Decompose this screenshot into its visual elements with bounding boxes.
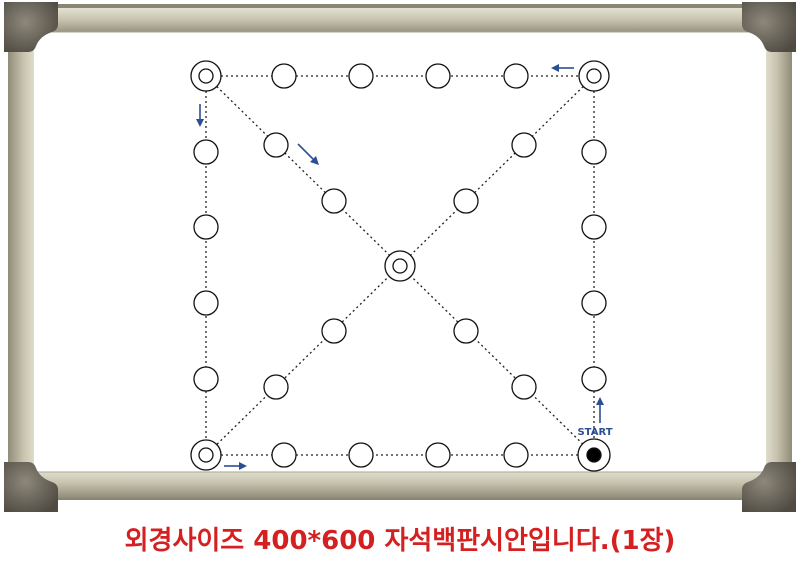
station[interactable] [503, 63, 529, 89]
station[interactable] [581, 139, 607, 165]
station[interactable] [321, 318, 347, 344]
corner-cap-bottom-right [742, 462, 796, 512]
start-marker [586, 447, 602, 463]
station[interactable] [581, 214, 607, 240]
station[interactable] [193, 139, 219, 165]
station[interactable] [263, 132, 289, 158]
station[interactable] [511, 132, 537, 158]
station[interactable] [581, 366, 607, 392]
station[interactable] [271, 442, 297, 468]
arrow-left-icon [551, 64, 574, 72]
station[interactable] [453, 188, 479, 214]
corner-cap-top-right [742, 2, 796, 52]
corner-station-top-left[interactable] [190, 60, 222, 92]
direction-arrows [196, 64, 604, 470]
station[interactable] [263, 374, 289, 400]
station[interactable] [453, 318, 479, 344]
corner-cap-bottom-left [4, 462, 58, 512]
station[interactable] [321, 188, 347, 214]
arrow-diagonal-icon [297, 143, 319, 165]
double-ring-stations [190, 60, 611, 472]
station[interactable] [425, 63, 451, 89]
station[interactable] [348, 63, 374, 89]
arrow-right-icon [224, 462, 247, 470]
station[interactable] [503, 442, 529, 468]
stations [193, 63, 607, 468]
start-label: START [577, 427, 612, 438]
frame-left [8, 30, 36, 480]
corner-station-top-right[interactable] [578, 60, 610, 92]
station[interactable] [193, 290, 219, 316]
station[interactable] [348, 442, 374, 468]
station[interactable] [193, 214, 219, 240]
frame-bottom [30, 470, 770, 498]
arrow-up-icon [596, 397, 604, 423]
center-station[interactable] [384, 250, 416, 282]
caption-text: 외경사이즈 400*600 자석백판시안입니다.(1장) [124, 526, 676, 556]
corner-station-bottom-left[interactable] [190, 439, 222, 471]
corner-cap-top-left [4, 2, 58, 52]
arrow-down-icon [196, 104, 204, 127]
frame-right [764, 30, 792, 480]
frame-top [30, 8, 770, 34]
station[interactable] [271, 63, 297, 89]
station[interactable] [425, 442, 451, 468]
station[interactable] [581, 290, 607, 316]
station[interactable] [193, 366, 219, 392]
start-station[interactable] [577, 438, 611, 472]
station[interactable] [511, 374, 537, 400]
